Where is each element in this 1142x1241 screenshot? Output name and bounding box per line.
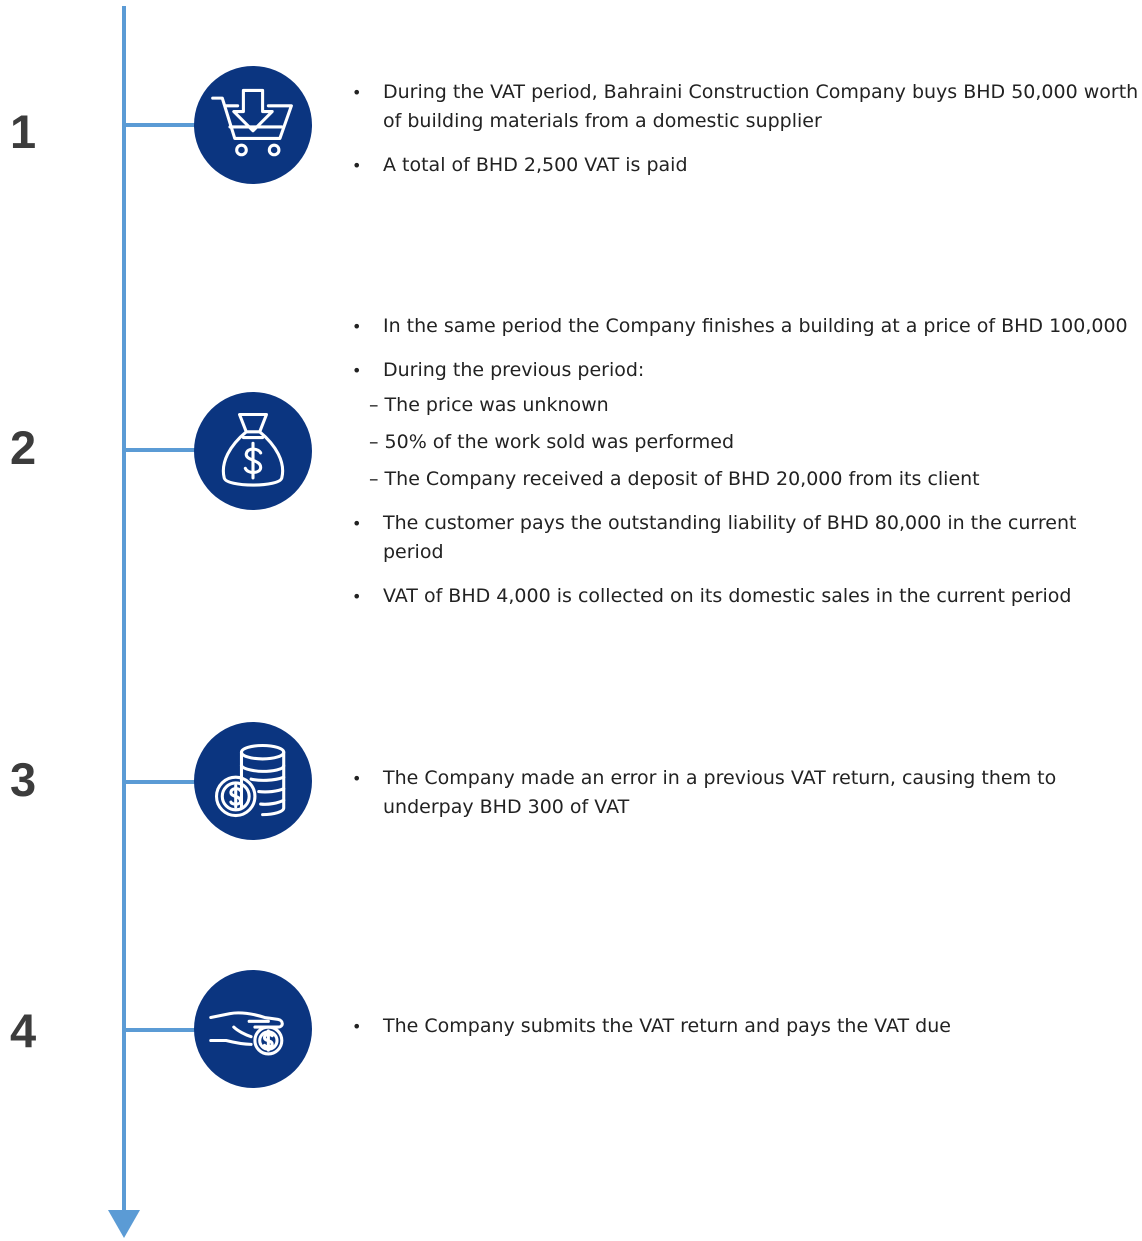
- hand-paying-coin-icon: [194, 970, 312, 1088]
- step-2-bullet-1: In the same period the Company finishes …: [352, 312, 1140, 341]
- step-2-bullet-3: The customer pays the outstanding liabil…: [352, 509, 1140, 567]
- step-2-text: In the same period the Company finishes …: [352, 312, 1140, 626]
- step-1-connector: [124, 123, 200, 127]
- step-3-number: 3: [10, 753, 37, 806]
- step-3-bullet-1: The Company made an error in a previous …: [352, 764, 1140, 822]
- step-1-bullet-2: A total of BHD 2,500 VAT is paid: [352, 151, 1140, 180]
- step-3-text: The Company made an error in a previous …: [352, 764, 1140, 837]
- step-4-text: The Company submits the VAT return and p…: [352, 1012, 1140, 1056]
- step-3-connector: [124, 780, 200, 784]
- money-bag-icon: [194, 392, 312, 510]
- step-2-bullet-2: During the previous period:: [352, 356, 1140, 385]
- step-2-sub-bullet-2: – 50% of the work sold was performed: [369, 431, 735, 453]
- step-2-connector: [124, 448, 200, 452]
- step-2-number: 2: [10, 421, 37, 474]
- step-1-bullet-1: During the VAT period, Bahraini Construc…: [352, 78, 1140, 136]
- step-4-connector: [124, 1028, 200, 1032]
- step-4-bullet-1: The Company submits the VAT return and p…: [352, 1012, 1140, 1041]
- shopping-cart-download-icon: [194, 66, 312, 184]
- step-1-number: 1: [10, 105, 37, 158]
- step-1-text: During the VAT period, Bahraini Construc…: [352, 78, 1140, 195]
- timeline-line: [122, 6, 126, 1214]
- step-2-bullet-4: VAT of BHD 4,000 is collected on its dom…: [352, 582, 1140, 611]
- coins-stack-icon: [194, 722, 312, 840]
- step-2-sub-bullet-3: – The Company received a deposit of BHD …: [369, 468, 980, 490]
- step-2-sub-bullet-1: – The price was unknown: [369, 394, 609, 416]
- timeline-arrow-icon: [108, 1210, 140, 1238]
- step-4-number: 4: [10, 1004, 37, 1057]
